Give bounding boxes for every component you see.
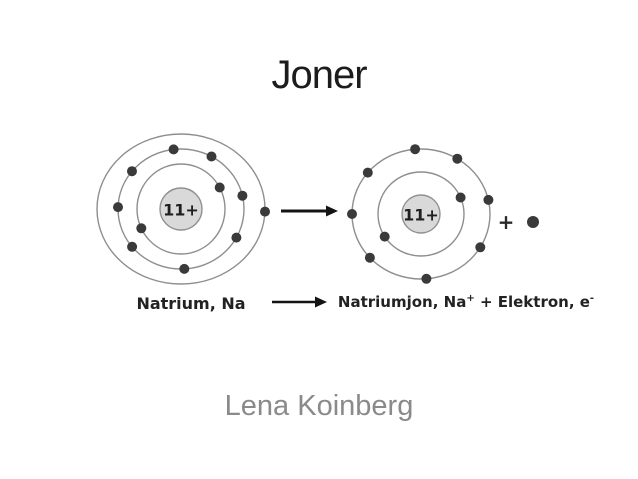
reactant-label-text: Natrium, Na <box>136 294 246 313</box>
arrow-head <box>315 296 327 308</box>
product-label-mid: + Elektron, e <box>474 293 590 311</box>
electron-dot <box>421 273 432 284</box>
plus-sign: + <box>497 210 515 234</box>
reactant-label: Natrium, Na <box>136 294 245 313</box>
nucleus-label: 11+ <box>163 201 199 220</box>
equation-arrow <box>272 296 327 308</box>
natriumjon-atom: 11+ <box>347 144 494 284</box>
reaction-arrow <box>281 205 338 217</box>
electron-dot <box>237 190 248 201</box>
electron-dot <box>168 144 179 155</box>
free-electron-dot <box>527 216 539 228</box>
electron-dot <box>231 232 242 243</box>
electron-dot <box>475 242 486 253</box>
electron-dot <box>452 153 463 164</box>
electron-dot <box>362 167 373 178</box>
electron-dot <box>379 231 390 242</box>
electron-dot <box>136 223 147 234</box>
natrium-atom: 11+ <box>96 133 270 285</box>
electron-dot <box>410 144 421 155</box>
product-label-base: Natriumjon, Na <box>337 293 467 311</box>
electron-dot <box>364 252 375 263</box>
orbit-ring <box>377 171 465 257</box>
electron-dot <box>347 209 357 219</box>
nucleus <box>401 194 441 234</box>
product-label-charge: + <box>466 293 475 304</box>
electron-dot <box>260 206 270 217</box>
orbit-ring <box>136 163 226 255</box>
nucleus-label: 11+ <box>403 206 439 225</box>
slide-author: Lena Koinberg <box>224 390 414 422</box>
electron-dot <box>179 263 190 274</box>
arrow-head <box>326 205 338 217</box>
product-label-electron-charge: - <box>589 293 595 304</box>
electron-dot <box>113 202 123 213</box>
electron-dot <box>214 182 225 193</box>
electron-dot <box>206 151 217 162</box>
electron-dot <box>127 241 138 252</box>
electron-dot <box>483 194 494 205</box>
nucleus <box>159 187 203 231</box>
electron-dot <box>455 192 466 203</box>
product-label: Natriumjon, Na+ + Elektron, e- <box>338 293 594 311</box>
slide-title: Joner <box>271 53 367 97</box>
electron-dot <box>127 166 137 177</box>
